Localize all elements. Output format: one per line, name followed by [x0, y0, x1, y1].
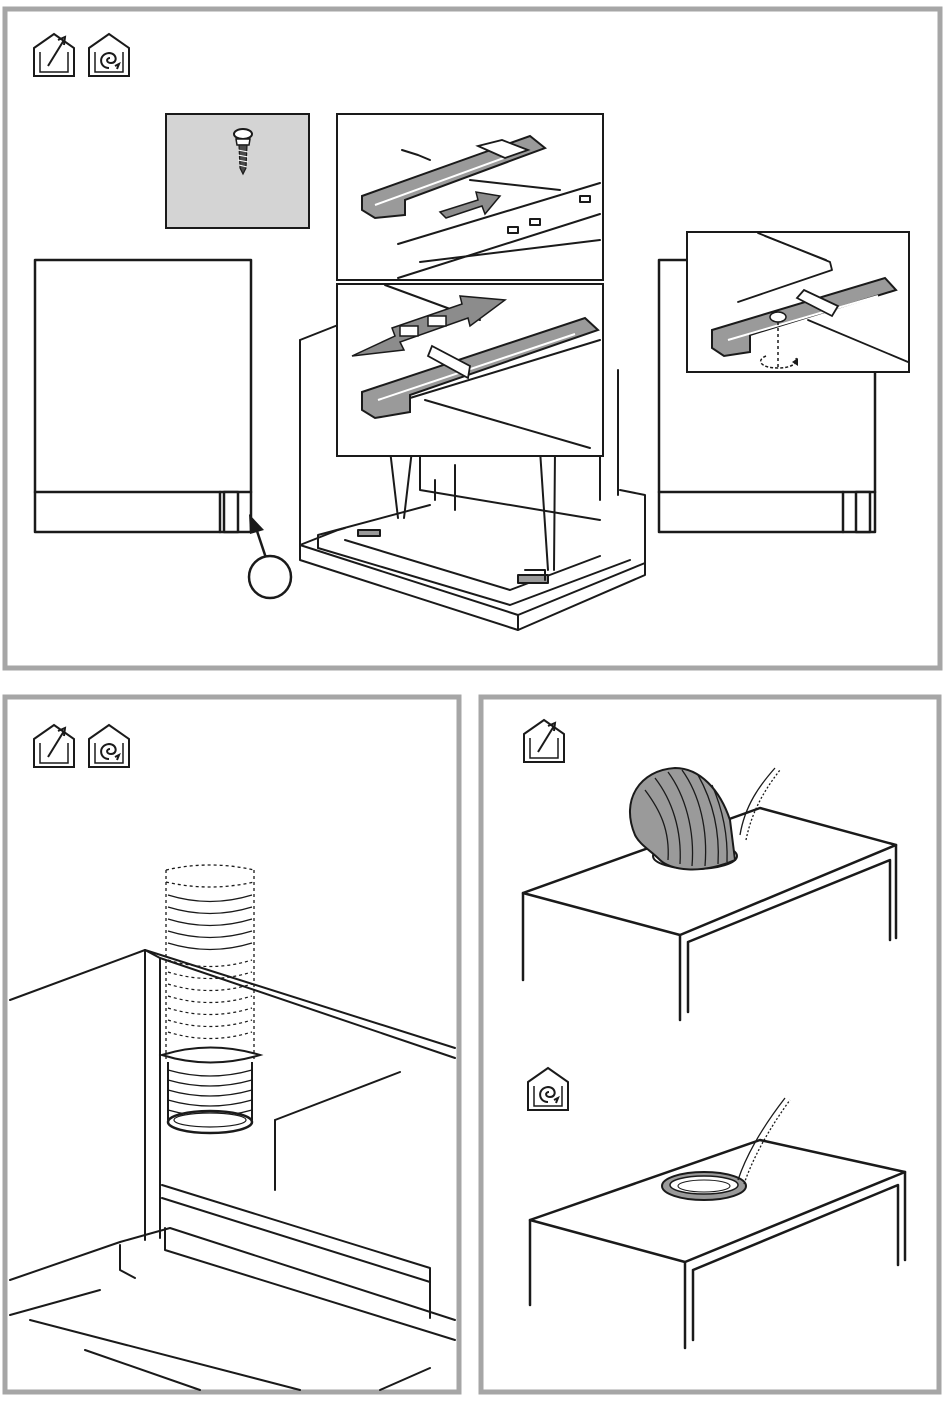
- bottom-left-panel: [5, 697, 459, 1392]
- left-wall-cabinet: [35, 260, 251, 532]
- detail-box-adjust: [337, 284, 603, 456]
- screw-inset: [166, 114, 309, 228]
- callout-circle: [249, 556, 291, 598]
- detail-box-screw-fix: [687, 232, 909, 372]
- screw-head-icon: [770, 312, 786, 322]
- top-panel: [5, 9, 940, 668]
- detail-box-slide-rail: [337, 114, 603, 280]
- bottom-right-panel: [481, 697, 939, 1392]
